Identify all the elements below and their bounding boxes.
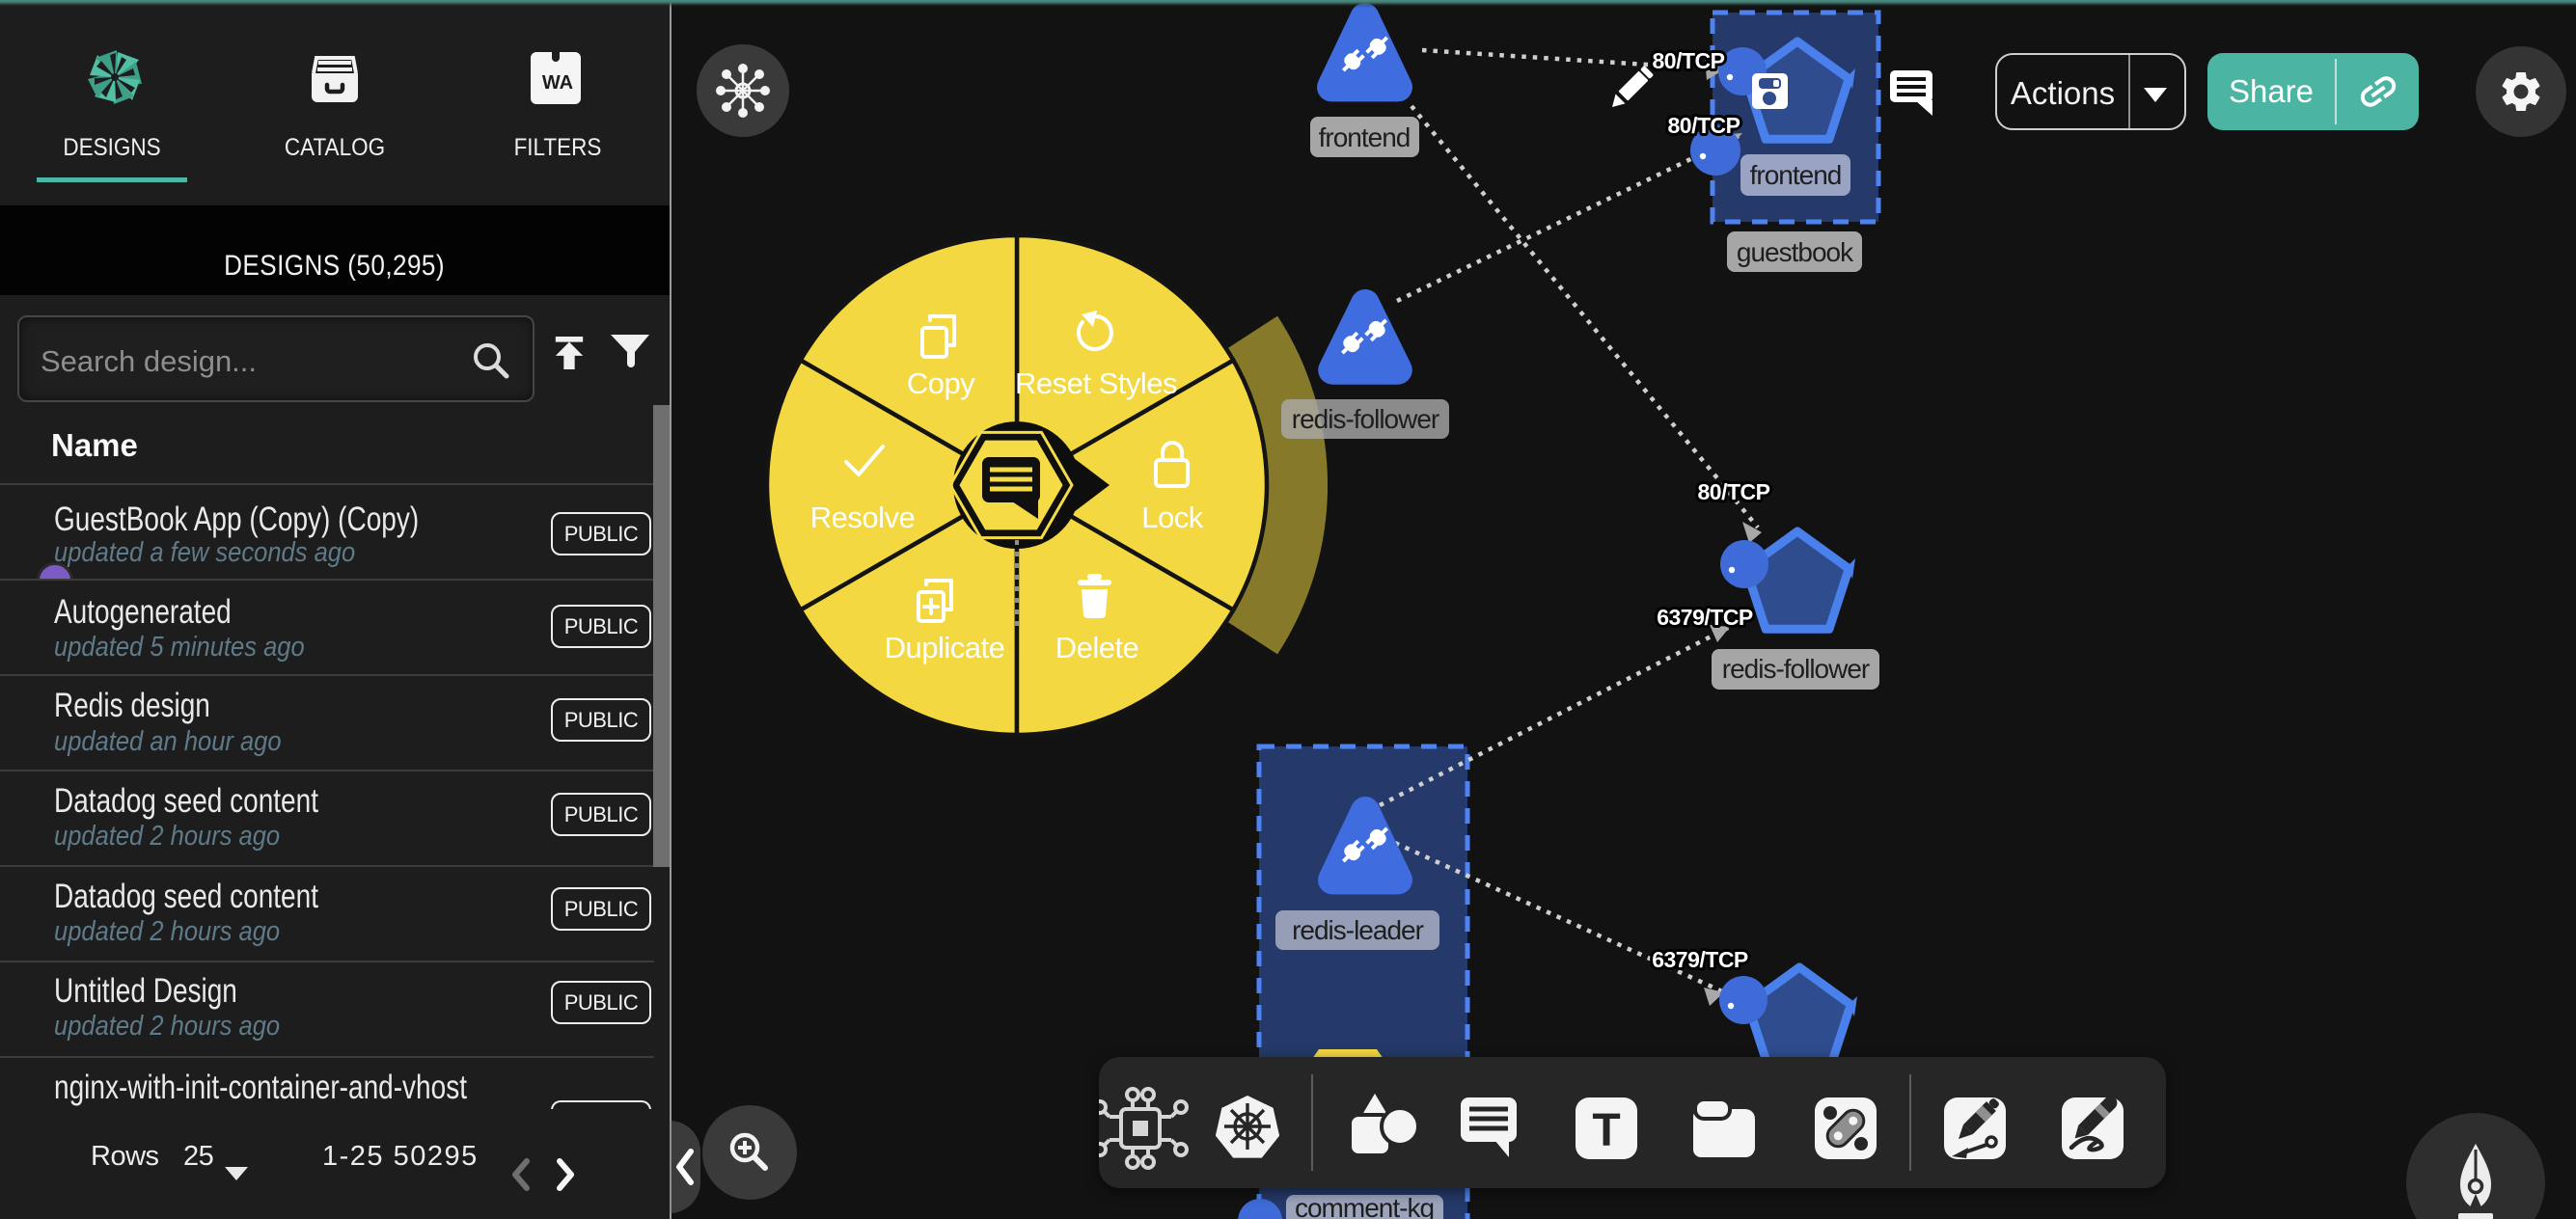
svg-text:Lock: Lock: [1141, 501, 1203, 534]
svg-text:Delete: Delete: [1055, 631, 1139, 664]
svg-text:80/TCP: 80/TCP: [1653, 48, 1725, 73]
svg-text:80/TCP: 80/TCP: [1668, 113, 1740, 138]
svg-text:comment-kg: comment-kg: [1295, 1193, 1434, 1219]
svg-text:6379/TCP: 6379/TCP: [1652, 947, 1748, 972]
svg-text:redis-follower: redis-follower: [1292, 404, 1439, 434]
svg-text:frontend: frontend: [1319, 122, 1411, 152]
svg-text:WA: WA: [542, 72, 573, 94]
svg-text:guestbook: guestbook: [1737, 237, 1854, 267]
svg-text:Resolve: Resolve: [810, 501, 916, 534]
svg-text:Duplicate: Duplicate: [885, 631, 1005, 664]
svg-text:6379/TCP: 6379/TCP: [1657, 605, 1753, 630]
svg-text:redis-follower: redis-follower: [1722, 654, 1870, 684]
svg-text:T: T: [1592, 1105, 1620, 1156]
svg-text:Copy: Copy: [907, 366, 975, 400]
svg-text:frontend: frontend: [1750, 160, 1842, 190]
svg-text:redis-leader: redis-leader: [1292, 915, 1424, 945]
svg-text:80/TCP: 80/TCP: [1698, 479, 1770, 504]
svg-text:Reset Styles: Reset Styles: [1015, 366, 1177, 400]
